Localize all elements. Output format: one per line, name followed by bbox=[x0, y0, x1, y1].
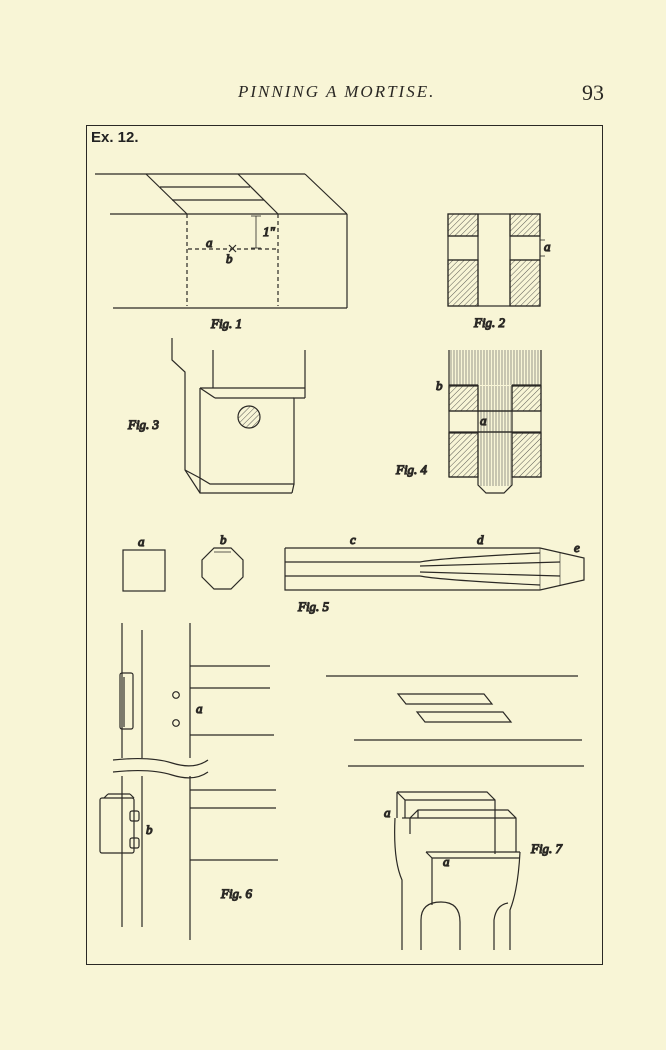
fig1-label-b: b bbox=[226, 251, 233, 266]
fig7-label-a-upper: a bbox=[384, 805, 391, 820]
fig7-drawing bbox=[326, 675, 584, 950]
fig5-drawing bbox=[122, 547, 585, 592]
fig6-caption: Fig. 6 bbox=[220, 886, 253, 901]
fig7-caption: Fig. 7 bbox=[530, 841, 563, 856]
fig5-label-b: b bbox=[220, 532, 227, 547]
fig1-caption: Fig. 1 bbox=[210, 316, 242, 331]
fig5-label-d: d bbox=[477, 532, 484, 547]
fig1-label-a: a bbox=[206, 235, 213, 250]
fig1-drawing bbox=[95, 173, 348, 309]
fig5-label-e: e bbox=[574, 540, 580, 555]
fig2-drawing bbox=[447, 213, 545, 307]
fig6-label-a: a bbox=[196, 701, 203, 716]
exercise-label: Ex. 12. bbox=[91, 129, 139, 146]
fig7-label-a-lower: a bbox=[443, 854, 450, 869]
fig1-dimension: 1" bbox=[263, 224, 276, 239]
fig2-label-a: a bbox=[544, 239, 551, 254]
figure-plate: Ex. 12. bbox=[86, 125, 603, 965]
fig4-drawing bbox=[448, 350, 542, 494]
fig6-label-b: b bbox=[146, 822, 153, 837]
fig3-drawing bbox=[171, 338, 306, 494]
fig5-caption: Fig. 5 bbox=[297, 599, 330, 614]
fig2-caption: Fig. 2 bbox=[473, 315, 506, 330]
fig6-drawing bbox=[99, 623, 278, 940]
fig3-caption: Fig. 3 bbox=[127, 417, 160, 432]
fig4-label-a: a bbox=[480, 413, 487, 428]
running-head: PINNING A MORTISE. 93 bbox=[0, 80, 666, 112]
page-number: 93 bbox=[582, 80, 604, 105]
fig5-label-a: a bbox=[138, 534, 145, 549]
page-heading: PINNING A MORTISE. bbox=[238, 82, 436, 101]
fig4-caption: Fig. 4 bbox=[395, 462, 428, 477]
fig4-label-b: b bbox=[436, 378, 443, 393]
fig5-label-c: c bbox=[350, 532, 356, 547]
